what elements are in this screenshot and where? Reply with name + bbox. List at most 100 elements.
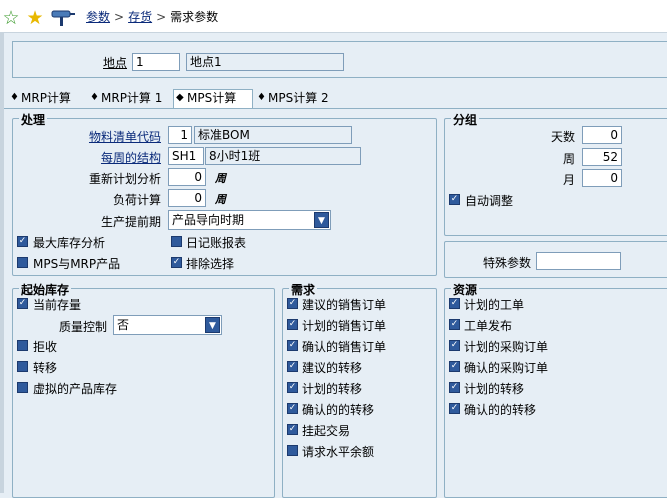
mps-mrp-checkbox[interactable]	[17, 257, 28, 268]
demand-checkbox[interactable]: ✓	[287, 361, 298, 372]
demand-checkbox[interactable]: ✓	[287, 424, 298, 435]
breadcrumb-link-params[interactable]: 参数	[86, 10, 111, 24]
qc-value: 否	[117, 318, 130, 332]
demand-item-label: 建议的销售订单	[302, 298, 387, 312]
demand-checkbox[interactable]: ✓	[287, 319, 298, 330]
site-label[interactable]: 地点	[103, 56, 128, 70]
bom-code-label[interactable]: 物料清单代码	[88, 130, 161, 144]
demand-checkbox[interactable]: ✓	[287, 298, 298, 309]
demand-checkbox[interactable]: ✓	[287, 340, 298, 351]
star-icon[interactable]: ★	[26, 7, 44, 29]
star-outline-icon[interactable]: ☆	[2, 7, 20, 29]
site-panel: 地点 1 地点1	[12, 41, 667, 78]
demand-item-label: 计划的销售订单	[302, 319, 387, 333]
resource-checkbox[interactable]: ✓	[449, 298, 460, 309]
demand-item-label: 确认的销售订单	[302, 340, 387, 354]
demand-group: 需求 ✓ 建议的销售订单 ✓ 计划的销售订单 ✓ 确认的销售订单 ✓ 建议的转移…	[282, 281, 437, 498]
demand-item-label: 挂起交易	[302, 424, 351, 438]
load-calc-unit: 周	[215, 193, 226, 206]
demand-item-label: 建议的转移	[302, 361, 363, 375]
resource-item-label: 确认的的转移	[464, 403, 537, 417]
month-field[interactable]: 0	[582, 169, 622, 187]
start-stock-title: 起始库存	[19, 281, 72, 298]
breadcrumb-current: 需求参数	[170, 10, 219, 24]
lead-time-value: 产品导向时期	[172, 213, 245, 227]
resource-checkbox[interactable]: ✓	[449, 403, 460, 414]
max-stock-label: 最大库存分析	[33, 236, 106, 250]
rejected-checkbox[interactable]	[17, 340, 28, 351]
tab-mps[interactable]: ◆MPS计算	[173, 89, 253, 108]
left-strip	[0, 33, 4, 493]
tab-label: MPS计算	[187, 91, 237, 105]
weekly-structure-name-field: 8小时1班	[205, 147, 361, 165]
load-calc-field[interactable]: 0	[168, 189, 206, 207]
virtual-stock-checkbox[interactable]	[17, 382, 28, 393]
tab-label: MRP计算	[21, 91, 71, 105]
exclude-select-checkbox[interactable]: ✓	[171, 257, 182, 268]
weekly-structure-field[interactable]: SH1	[168, 147, 204, 165]
demand-item-label: 请求水平余额	[302, 445, 375, 459]
week-field[interactable]: 52	[582, 148, 622, 166]
tab-label: MRP计算 1	[101, 91, 163, 105]
qc-select[interactable]: 否 ▼	[113, 315, 222, 335]
chevron-down-icon[interactable]: ▼	[205, 317, 220, 333]
resource-checkbox[interactable]: ✓	[449, 382, 460, 393]
demand-checkbox[interactable]: ✓	[287, 403, 298, 414]
month-label: 月	[562, 173, 575, 187]
resource-item-label: 计划的采购订单	[464, 340, 549, 354]
toolbar: ☆ ★ 参数>存货>需求参数	[0, 0, 667, 33]
load-calc-label: 负荷计算	[112, 193, 161, 207]
tab-label: MPS计算 2	[268, 91, 329, 105]
tab-mrp-1[interactable]: ♦MRP计算 1	[88, 90, 172, 107]
breadcrumb: 参数>存货>需求参数	[86, 8, 218, 25]
weekly-structure-label[interactable]: 每周的结构	[100, 151, 161, 165]
days-label: 天数	[550, 130, 575, 144]
max-stock-checkbox[interactable]: ✓	[17, 236, 28, 247]
processing-title: 处理	[19, 111, 48, 128]
replan-unit: 周	[215, 172, 226, 185]
tab-mps-2[interactable]: ♦MPS计算 2	[255, 90, 339, 107]
bom-code-field[interactable]: 1	[168, 126, 192, 144]
transfer-checkbox[interactable]	[17, 361, 28, 372]
resource-item-label: 计划的工单	[464, 298, 525, 312]
demand-title: 需求	[289, 281, 318, 298]
pin-icon[interactable]	[50, 8, 76, 28]
bom-name-field: 标准BOM	[194, 126, 352, 144]
tab-marker-icon: ♦	[10, 92, 19, 103]
tab-mrp[interactable]: ♦MRP计算	[8, 90, 86, 107]
special-params-label: 特殊参数	[483, 256, 532, 270]
virtual-stock-label: 虚拟的产品库存	[33, 382, 118, 396]
week-label: 周	[562, 152, 575, 166]
chevron-down-icon[interactable]: ▼	[314, 212, 329, 228]
exclude-select-label: 排除选择	[186, 257, 235, 271]
rejected-label: 拒收	[33, 340, 58, 354]
demand-checkbox[interactable]	[287, 445, 298, 456]
demand-checkbox[interactable]: ✓	[287, 382, 298, 393]
special-params-field[interactable]	[536, 252, 621, 270]
auto-adjust-label: 自动调整	[465, 194, 514, 208]
tab-divider	[4, 108, 667, 109]
special-params-group: 特殊参数	[444, 241, 667, 278]
grouping-title: 分组	[451, 111, 480, 128]
lead-time-label: 生产提前期	[100, 215, 161, 229]
resource-checkbox[interactable]: ✓	[449, 319, 460, 330]
days-field[interactable]: 0	[582, 126, 622, 144]
qc-label: 质量控制	[59, 320, 108, 334]
grouping-group: 分组 天数 0 周 52 月 0 ✓ 自动调整	[444, 111, 667, 236]
lead-time-select[interactable]: 产品导向时期 ▼	[168, 210, 331, 230]
current-stock-checkbox[interactable]: ✓	[17, 298, 28, 309]
auto-adjust-checkbox[interactable]: ✓	[449, 194, 460, 205]
breadcrumb-separator: >	[114, 10, 125, 24]
journal-report-label: 日记账报表	[186, 236, 247, 250]
processing-group: 处理 物料清单代码 1 标准BOM 每周的结构 SH1 8小时1班 重新计划分析…	[12, 111, 437, 276]
resource-item-label: 工单发布	[464, 319, 513, 333]
journal-report-checkbox[interactable]	[171, 236, 182, 247]
resource-item-label: 确认的采购订单	[464, 361, 549, 375]
site-code-field[interactable]: 1	[132, 53, 180, 71]
tab-marker-icon: ◆	[176, 92, 184, 103]
replan-field[interactable]: 0	[168, 168, 206, 186]
breadcrumb-link-inventory[interactable]: 存货	[128, 10, 153, 24]
demand-item-label: 计划的转移	[302, 382, 363, 396]
resource-checkbox[interactable]: ✓	[449, 361, 460, 372]
resource-checkbox[interactable]: ✓	[449, 340, 460, 351]
